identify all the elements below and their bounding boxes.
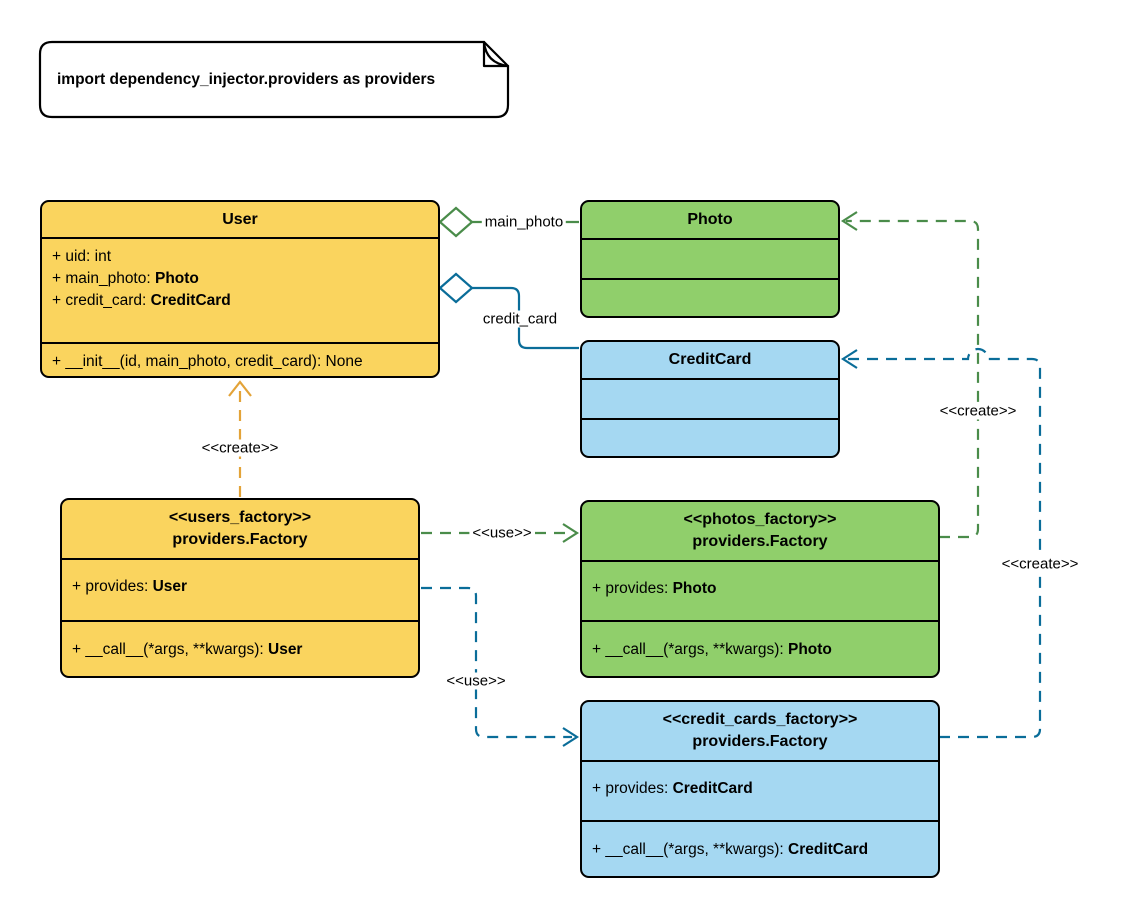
- class-users-factory-methods: + __call__(*args, **kwargs): User: [62, 620, 418, 676]
- note-shape: [38, 40, 510, 119]
- class-user-methods: + __init__(id, main_photo, credit_card):…: [42, 342, 438, 376]
- open-arrowhead-icon: [228, 380, 252, 397]
- edge-label-main-photo: main_photo: [481, 213, 567, 231]
- class-credit-card: CreditCard: [580, 340, 840, 458]
- attribute-row: + uid: int: [52, 248, 112, 265]
- empty-compartment: [582, 278, 838, 316]
- class-credit-cards-factory-attributes: + provides: CreditCard: [582, 760, 938, 820]
- class-title: Photo: [687, 211, 733, 228]
- open-arrowhead-icon: [840, 211, 858, 231]
- class-user-attributes: + uid: int + main_photo: Photo + credit_…: [42, 237, 438, 342]
- class-photos-factory-attributes: + provides: Photo: [582, 560, 938, 620]
- class-photos-factory: <<photos_factory>> providers.Factory + p…: [580, 500, 940, 678]
- method-row: + __call__(*args, **kwargs): User: [72, 641, 303, 658]
- class-users-factory-attributes: + provides: User: [62, 558, 418, 620]
- edge-label-create-credit-card: <<create>>: [998, 555, 1082, 573]
- edge-label-use-photos: <<use>>: [469, 524, 535, 542]
- class-title: providers.Factory: [692, 733, 828, 750]
- class-photo-header: Photo: [582, 202, 838, 238]
- class-credit-cards-factory-header: <<credit_cards_factory>> providers.Facto…: [582, 702, 938, 760]
- class-credit-cards-factory: <<credit_cards_factory>> providers.Facto…: [580, 700, 940, 878]
- note-fold-icon: [482, 40, 510, 68]
- attribute-row: + credit_card: CreditCard: [52, 292, 231, 309]
- class-title: User: [222, 210, 258, 228]
- edge-create-photo: [840, 211, 980, 539]
- edge-label-create-user: <<create>>: [198, 439, 282, 457]
- class-title: CreditCard: [668, 351, 752, 368]
- class-user-header: User: [42, 202, 438, 237]
- class-title: providers.Factory: [692, 533, 828, 550]
- edge-label-credit-card: credit_card: [479, 310, 561, 328]
- open-arrowhead-icon: [562, 523, 580, 543]
- class-stereotype: <<credit_cards_factory>>: [662, 711, 858, 728]
- class-photo: Photo: [580, 200, 840, 318]
- note-body: [38, 40, 510, 119]
- class-photos-factory-header: <<photos_factory>> providers.Factory: [582, 502, 938, 560]
- empty-compartment: [582, 378, 838, 418]
- empty-compartment: [582, 238, 838, 278]
- class-photos-factory-methods: + __call__(*args, **kwargs): Photo: [582, 620, 938, 676]
- edge-label-create-photo: <<create>>: [936, 402, 1020, 420]
- edge-label-use-credit-cards: <<use>>: [443, 672, 509, 690]
- class-user: User + uid: int + main_photo: Photo + cr…: [40, 200, 440, 378]
- aggregation-diamond-icon: [438, 206, 474, 238]
- edge-use-credit-cards-factory: [421, 586, 580, 747]
- method-row: + __call__(*args, **kwargs): Photo: [592, 641, 832, 658]
- class-stereotype: <<users_factory>>: [168, 509, 312, 526]
- open-arrowhead-icon: [562, 727, 580, 747]
- open-arrowhead-icon: [840, 349, 858, 369]
- attribute-row: + provides: CreditCard: [592, 780, 753, 797]
- edge-create-credit-card: [840, 347, 1042, 739]
- class-users-factory-header: <<users_factory>> providers.Factory: [62, 500, 418, 558]
- edge-use-photos-factory: [421, 523, 580, 543]
- aggregation-diamond-icon: [438, 272, 474, 304]
- method-row: + __call__(*args, **kwargs): CreditCard: [592, 841, 869, 858]
- empty-compartment: [582, 418, 838, 456]
- class-users-factory: <<users_factory>> providers.Factory + pr…: [60, 498, 420, 678]
- attribute-row: + provides: User: [72, 578, 188, 595]
- method-row: + __init__(id, main_photo, credit_card):…: [52, 353, 363, 370]
- class-stereotype: <<photos_factory>>: [683, 511, 837, 528]
- attribute-row: + main_photo: Photo: [52, 270, 199, 287]
- edge-create-user: [228, 380, 252, 497]
- attribute-row: + provides: Photo: [592, 580, 717, 597]
- note-text: import dependency_injector.providers as …: [57, 70, 436, 88]
- class-credit-cards-factory-methods: + __call__(*args, **kwargs): CreditCard: [582, 820, 938, 876]
- note-import-providers: import dependency_injector.providers as …: [40, 42, 508, 117]
- class-title: providers.Factory: [172, 531, 308, 548]
- class-credit-card-header: CreditCard: [582, 342, 838, 378]
